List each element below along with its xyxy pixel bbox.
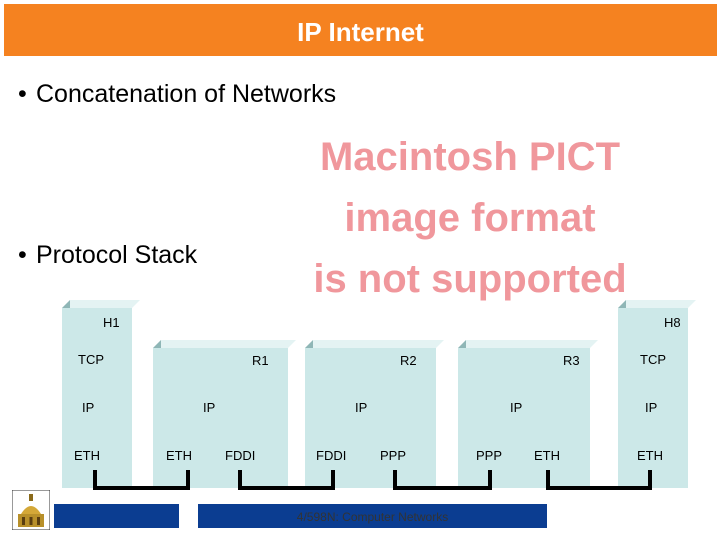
unsupported-image-placeholder: Macintosh PICT image format is not suppo… xyxy=(295,127,645,309)
layer-label: PPP xyxy=(476,448,502,463)
layer-label: PPP xyxy=(380,448,406,463)
node-label-r1: R1 xyxy=(252,353,269,368)
layer-label: IP xyxy=(645,400,657,415)
footer-left-bar xyxy=(54,504,179,528)
layer-label: FDDI xyxy=(225,448,255,463)
host-h8 xyxy=(618,300,696,488)
node-label-h8: H8 xyxy=(664,315,681,330)
placeholder-line: is not supported xyxy=(313,256,627,301)
router-r1 xyxy=(153,340,296,488)
node-label-r2: R2 xyxy=(400,353,417,368)
layer-label: ETH xyxy=(74,448,100,463)
layer-label: TCP xyxy=(640,352,666,367)
bullet-concatenation: • Concatenation of Networks xyxy=(18,80,336,109)
bullet-dot: • xyxy=(18,241,27,269)
bullet-text: Protocol Stack xyxy=(36,241,198,269)
ip-internet-diagram: H1 R1 R2 R3 H8 TCP IP ETH IP ETH FDDI IP… xyxy=(62,300,696,490)
placeholder-line: Macintosh PICT xyxy=(319,135,621,179)
title-bar: IP Internet xyxy=(4,4,717,56)
layer-label: IP xyxy=(355,400,367,415)
network-links xyxy=(93,470,652,490)
router-r3 xyxy=(458,340,598,488)
host-h1 xyxy=(62,300,140,488)
layer-label: FDDI xyxy=(316,448,346,463)
slide-title: IP Internet xyxy=(297,17,424,47)
router-r2 xyxy=(305,340,444,488)
layer-label: TCP xyxy=(78,352,104,367)
footer-bar xyxy=(198,504,547,528)
layer-label: IP xyxy=(203,400,215,415)
node-label-h1: H1 xyxy=(103,315,120,330)
layer-label: ETH xyxy=(637,448,663,463)
placeholder-line: image format xyxy=(344,195,596,240)
layer-label: ETH xyxy=(166,448,192,463)
layer-label: IP xyxy=(510,400,522,415)
bullet-dot: • xyxy=(18,80,27,108)
layer-label: ETH xyxy=(534,448,560,463)
bullet-text: Concatenation of Networks xyxy=(36,80,337,108)
node-label-r3: R3 xyxy=(563,353,580,368)
footer-text: 4/598N: Computer Networks xyxy=(296,510,449,524)
university-seal-logo xyxy=(12,490,50,530)
bullet-protocol-stack: • Protocol Stack xyxy=(18,241,197,270)
layer-label: IP xyxy=(82,400,94,415)
